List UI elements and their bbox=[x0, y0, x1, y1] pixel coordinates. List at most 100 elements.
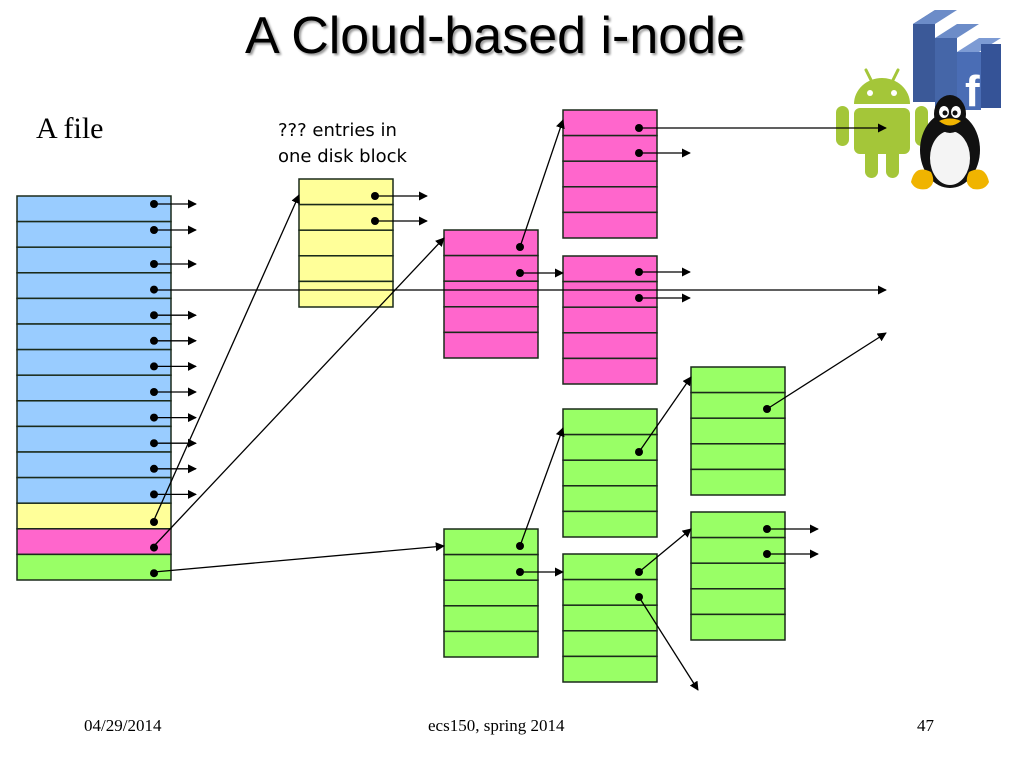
double-indirect-l2a-entry bbox=[562, 109, 658, 137]
double-indirect-l2a-entry bbox=[562, 134, 658, 162]
direct-entry bbox=[16, 297, 172, 325]
pointer-dot bbox=[150, 569, 158, 578]
double-indirect-l2b-entry bbox=[562, 357, 658, 385]
pointer-dot bbox=[150, 388, 158, 396]
triple-indirect-entry bbox=[16, 553, 172, 581]
pointer-dot bbox=[635, 149, 643, 157]
single-indirect-block-entry bbox=[298, 203, 394, 231]
direct-entry bbox=[16, 323, 172, 351]
double-indirect-l2b-entry bbox=[562, 332, 658, 360]
triple-indirect-l3a-entry bbox=[690, 443, 786, 471]
pointer-dot bbox=[150, 200, 158, 208]
triple-indirect-l2b-entry bbox=[562, 578, 658, 606]
pointer-arrow bbox=[638, 596, 699, 691]
direct-entry bbox=[16, 246, 172, 274]
triple-indirect-l3b-entry bbox=[690, 588, 786, 616]
pointer-dot bbox=[150, 518, 158, 526]
direct-entry bbox=[16, 451, 172, 479]
pointer-dot bbox=[635, 568, 643, 576]
pointer-dot bbox=[150, 311, 158, 320]
facebook-logo: f bbox=[913, 10, 1001, 112]
blocks-layer bbox=[16, 109, 786, 683]
dots-layer bbox=[150, 124, 771, 601]
double-indirect-l2b-entry bbox=[562, 280, 658, 308]
triple-indirect-l3a-entry bbox=[690, 417, 786, 445]
inode-file-block bbox=[16, 195, 172, 581]
direct-entry bbox=[16, 272, 172, 300]
pointer-dot bbox=[150, 413, 158, 422]
pointer-arrow bbox=[519, 427, 565, 547]
triple-indirect-l2a-entry bbox=[562, 459, 658, 487]
pointer-dot bbox=[635, 124, 643, 132]
double-indirect-l2a-entry bbox=[562, 186, 658, 214]
triple-indirect-l1-entry bbox=[443, 579, 539, 607]
pointer-dot bbox=[150, 226, 158, 234]
triple-indirect-l1-entry bbox=[443, 630, 539, 658]
triple-indirect-l3a bbox=[690, 366, 786, 496]
triple-indirect-l3b-entry bbox=[690, 613, 786, 641]
double-indirect-entry bbox=[16, 528, 172, 556]
pointer-dot bbox=[635, 294, 643, 302]
pointer-dot bbox=[150, 439, 158, 448]
double-indirect-l2b bbox=[562, 255, 658, 385]
double-indirect-l2b-entry bbox=[562, 306, 658, 334]
pointer-dot bbox=[516, 269, 524, 277]
pointer-dot bbox=[150, 543, 158, 552]
pointer-dot bbox=[763, 525, 771, 533]
pointer-arrow bbox=[638, 376, 692, 453]
triple-indirect-l2b-entry bbox=[562, 604, 658, 632]
pointer-dot bbox=[635, 448, 643, 456]
pointer-dot bbox=[371, 192, 379, 200]
direct-entry bbox=[16, 195, 172, 223]
pointer-dot bbox=[635, 268, 643, 276]
entries-per-block-label: ??? entries in one disk block bbox=[278, 118, 448, 170]
facebook-block-back bbox=[913, 10, 957, 102]
double-indirect-l1-entry bbox=[443, 306, 539, 334]
single-indirect-block bbox=[298, 178, 394, 308]
triple-indirect-l3b-entry bbox=[690, 562, 786, 590]
direct-entry bbox=[16, 220, 172, 248]
pointer-arrow bbox=[153, 237, 445, 547]
triple-indirect-l3b bbox=[690, 511, 786, 641]
triple-indirect-l3b-entry bbox=[690, 511, 786, 539]
pointer-dot bbox=[150, 490, 158, 499]
triple-indirect-l3a-entry bbox=[690, 468, 786, 496]
double-indirect-l1-entry bbox=[443, 280, 539, 308]
single-indirect-block-entry bbox=[298, 280, 394, 308]
double-indirect-l2a bbox=[562, 109, 658, 239]
pointer-dot bbox=[150, 336, 158, 345]
triple-indirect-l2b bbox=[562, 553, 658, 683]
pointer-dot bbox=[371, 217, 379, 225]
double-indirect-l1-entry bbox=[443, 331, 539, 359]
triple-indirect-l2a-entry bbox=[562, 408, 658, 436]
double-indirect-l2a-entry bbox=[562, 160, 658, 188]
pointer-dot bbox=[516, 542, 524, 550]
footer-course: ecs150, spring 2014 bbox=[428, 716, 565, 735]
single-indirect-entry bbox=[16, 502, 172, 530]
double-indirect-l2b-entry bbox=[562, 255, 658, 283]
triple-indirect-l2b-entry bbox=[562, 655, 658, 683]
footer-page-number: 47 bbox=[917, 716, 934, 735]
facebook-f-glyph: f bbox=[965, 67, 980, 112]
triple-indirect-l2b-entry bbox=[562, 553, 658, 581]
direct-entry bbox=[16, 425, 172, 453]
facebook-block-mid bbox=[935, 24, 979, 108]
triple-indirect-l1-entry bbox=[443, 528, 539, 556]
double-indirect-l1-entry bbox=[443, 229, 539, 257]
double-indirect-l1-entry bbox=[443, 254, 539, 282]
pointer-arrow bbox=[153, 542, 445, 573]
triple-indirect-l3b-entry bbox=[690, 536, 786, 564]
triple-indirect-l3a-entry bbox=[690, 391, 786, 419]
triple-indirect-l3a-entry bbox=[690, 366, 786, 394]
triple-indirect-l2a-entry bbox=[562, 485, 658, 513]
triple-indirect-l2b-entry bbox=[562, 630, 658, 658]
direct-entry bbox=[16, 348, 172, 376]
triple-indirect-l2a-entry bbox=[562, 510, 658, 538]
pointer-dot bbox=[516, 568, 524, 576]
pointer-arrow bbox=[638, 528, 692, 573]
pointer-arrow bbox=[766, 332, 887, 410]
slide-title: A Cloud-based i-node bbox=[244, 7, 746, 65]
pointer-dot bbox=[763, 550, 771, 558]
pointer-dot bbox=[150, 464, 158, 473]
